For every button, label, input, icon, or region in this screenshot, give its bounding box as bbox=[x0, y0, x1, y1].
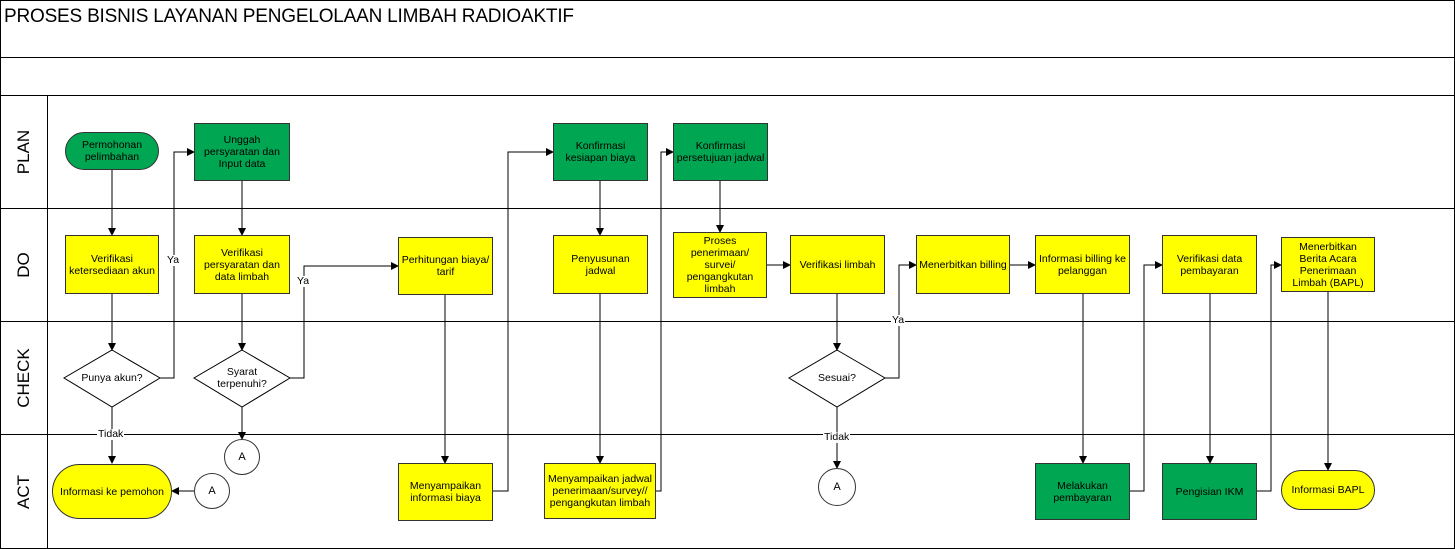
lane-label-plan: PLAN bbox=[13, 129, 33, 175]
node-informasi-billing: Informasi billing ke pelanggan bbox=[1035, 235, 1130, 294]
edge-label-ya-sesuai: Ya bbox=[891, 314, 906, 326]
node-menerbitkan-bapl: Menerbitkan Berita Acara Penerimaan Limb… bbox=[1281, 237, 1375, 292]
lane-label-do: DO bbox=[14, 252, 33, 278]
node-konfirmasi-persetujuan-jadwal: Konfirmasi persetujuan jadwal bbox=[673, 123, 768, 181]
edge-menyampaikan-jadwal bbox=[656, 148, 674, 492]
node-menyampaikan-jadwal: Menyampaikan jadwal penerimaan/survey// … bbox=[544, 463, 656, 519]
edge-syarat-ya bbox=[290, 262, 399, 379]
node-penyusunan-jadwal: Penyusunan jadwal bbox=[553, 235, 648, 294]
diagram-title: PROSES BISNIS LAYANAN PENGELOLAAN LIMBAH… bbox=[4, 6, 574, 27]
edge-label-ya-syarat: Ya bbox=[296, 275, 311, 287]
connector-a-sesuai: A bbox=[818, 468, 856, 506]
node-informasi-bapl: Informasi BAPL bbox=[1281, 470, 1375, 510]
node-menerbitkan-billing: Menerbitkan billing bbox=[916, 235, 1010, 294]
edge-menyampaikan-konfirmasi bbox=[493, 148, 554, 492]
node-menyampaikan-informasi-biaya: Menyampaikan informasi biaya bbox=[398, 463, 493, 521]
edge-label-ya-akun: Ya bbox=[166, 254, 181, 266]
node-melakukan-pembayaran: Melakukan pembayaran bbox=[1035, 463, 1130, 520]
node-verifikasi-pembayaran: Verifikasi data pembayaran bbox=[1162, 235, 1257, 294]
edge-label-tidak-akun: Tidak bbox=[97, 428, 125, 440]
connector-a-check: A bbox=[224, 439, 260, 475]
node-perhitungan-biaya: Perhitungan biaya/ tarif bbox=[398, 237, 493, 295]
decision-punya-akun-label: Punya akun? bbox=[81, 372, 143, 384]
node-unggah-persyaratan: Unggah persyaratan dan Input data bbox=[194, 123, 290, 181]
node-verifikasi-akun: Verifikasi ketersediaan akun bbox=[65, 235, 159, 294]
edge-label-tidak-sesuai: Tidak bbox=[823, 431, 851, 443]
edge-pembayaran-verifikasi bbox=[1130, 261, 1163, 492]
node-permohonan-pelimbahan: Permohonan pelimbahan bbox=[65, 132, 159, 170]
node-pengisian-ikm: Pengisian IKM bbox=[1162, 463, 1257, 520]
lane-label-act: ACT bbox=[14, 474, 33, 509]
node-informasi-ke-pemohon: Informasi ke pemohon bbox=[52, 464, 172, 519]
node-konfirmasi-kesiapan-biaya: Konfirmasi kesiapan biaya bbox=[553, 123, 648, 181]
decision-sesuai-label: Sesuai? bbox=[818, 372, 856, 384]
node-verifikasi-persyaratan: Verifikasi persyaratan dan data limbah bbox=[194, 235, 290, 294]
node-verifikasi-limbah: Verifikasi limbah bbox=[790, 235, 885, 294]
connector-a-act: A bbox=[194, 473, 230, 509]
node-proses-penerimaan: Proses penerimaan/ survei/ pengangkutan … bbox=[673, 232, 767, 298]
decision-syarat-label: Syarat terpenuhi? bbox=[217, 366, 267, 390]
edge-ikm-bapl bbox=[1257, 261, 1282, 492]
lane-label-check: CHECK bbox=[14, 348, 34, 408]
